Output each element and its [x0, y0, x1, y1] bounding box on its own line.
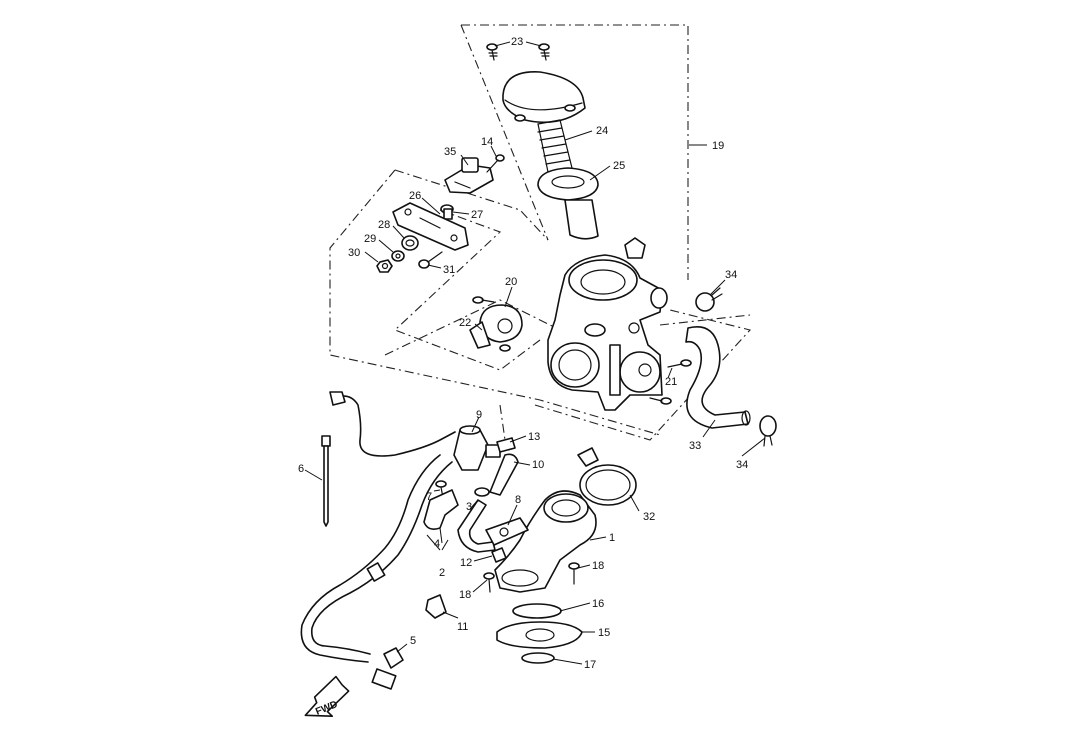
callout-2: 2 [439, 567, 445, 579]
callout-32: 32 [643, 511, 655, 523]
callout-7: 7 [426, 491, 432, 503]
callout-14: 14 [481, 136, 493, 148]
callout-29: 29 [364, 233, 376, 245]
callout-24: 24 [596, 125, 608, 137]
fuel-hose-assembly [300, 391, 456, 663]
hose-clamp-32 [577, 447, 637, 506]
callout-19: 19 [712, 140, 724, 152]
screw-23-left [486, 43, 498, 61]
callout-16: 16 [592, 598, 604, 610]
nut-30 [376, 259, 393, 273]
throttle-position-sensor-20 [469, 304, 523, 349]
hose-end-fitting [371, 668, 397, 690]
callout-numbers: 23 24 19 25 35 14 26 27 28 29 30 31 20 2… [298, 36, 748, 671]
callout-33: 33 [689, 440, 701, 452]
callout-26: 26 [409, 190, 421, 202]
hose-clamp-5 [383, 647, 404, 669]
callout-18-left: 18 [459, 589, 471, 601]
callout-13: 13 [528, 431, 540, 443]
callout-8: 8 [515, 494, 521, 506]
callout-34-upper: 34 [725, 269, 737, 281]
callout-18-right: 18 [592, 560, 604, 572]
plunger-27 [440, 204, 454, 220]
intake-manifold-1 [494, 490, 597, 593]
callout-30: 30 [348, 247, 360, 259]
callout-35: 35 [444, 146, 456, 158]
callout-22: 22 [459, 317, 471, 329]
screw-22-upper [472, 296, 495, 304]
injector-holder-8 [485, 517, 529, 546]
hose-clamp-34-lower [759, 415, 777, 447]
carburetor-body [547, 237, 668, 411]
callout-23: 23 [511, 36, 523, 48]
screw-18-right [568, 562, 580, 585]
callout-6: 6 [298, 463, 304, 475]
callout-20: 20 [505, 276, 517, 288]
callout-4: 4 [434, 538, 440, 550]
throttle-sensor-35 [444, 157, 494, 194]
callout-21: 21 [665, 376, 677, 388]
o-ring-3 [474, 487, 490, 497]
screw-21-upper [667, 359, 692, 368]
screw-31 [418, 251, 443, 269]
tube-10 [489, 453, 519, 496]
gasket-17 [521, 652, 555, 664]
callout-25: 25 [613, 160, 625, 172]
screw-21-lower [649, 397, 672, 405]
diaphragm-spring [537, 119, 573, 173]
screw-14 [486, 154, 505, 173]
clip-12 [491, 547, 507, 563]
callout-31: 31 [443, 264, 455, 276]
diaphragm-piston [537, 167, 599, 240]
forward-direction-arrow: FWD [304, 675, 350, 718]
callout-1: 1 [609, 532, 615, 544]
clip-11 [425, 594, 447, 619]
injector-9 [453, 425, 501, 471]
screw-7 [435, 480, 447, 499]
callout-9: 9 [476, 409, 482, 421]
callout-27: 27 [471, 209, 483, 221]
callout-3: 3 [466, 501, 472, 513]
screw-18-left [483, 572, 495, 593]
screw-22-lower [499, 344, 511, 352]
adjuster-28 [401, 235, 419, 251]
callout-17: 17 [584, 659, 596, 671]
hose-clamp-34-upper [695, 287, 723, 312]
callout-34-lower: 34 [736, 459, 748, 471]
callout-28: 28 [378, 219, 390, 231]
cable-tie-6 [321, 435, 331, 527]
callout-15: 15 [598, 627, 610, 639]
bracket-4 [423, 489, 459, 530]
screw-23-right [538, 43, 550, 61]
coolant-hose-33 [685, 326, 751, 429]
tube-3 [457, 499, 496, 553]
callout-10: 10 [532, 459, 544, 471]
callout-leader-lines [304, 41, 766, 665]
mounting-plate-26 [392, 202, 469, 251]
clip-13 [496, 437, 516, 453]
washer-29 [391, 250, 405, 262]
callout-5: 5 [410, 635, 416, 647]
callout-12: 12 [460, 557, 472, 569]
carburetor-top-cover [502, 71, 586, 124]
callout-11: 11 [457, 621, 468, 633]
insulator-15 [496, 621, 583, 649]
o-ring-16 [512, 603, 562, 619]
